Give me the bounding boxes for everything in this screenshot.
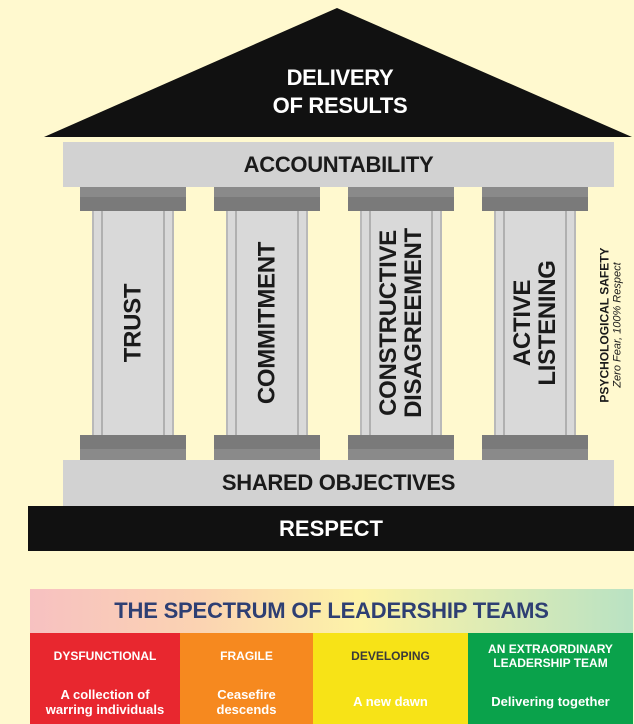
spectrum-stage-description: A new dawn [353, 694, 428, 709]
spectrum-column-fragile: FRAGILE Ceasefire descends [180, 633, 313, 724]
spectrum-stage-name: DEVELOPING [351, 649, 430, 663]
spectrum-column-extraordinary: AN EXTRAORDINARY LEADERSHIP TEAM Deliver… [468, 633, 633, 724]
spectrum-stage-description: Ceasefire descends [216, 686, 277, 717]
spectrum-stage-description: A collection of warring individuals [45, 686, 165, 717]
spectrum-stage-name: DYSFUNCTIONAL [53, 649, 157, 663]
shared-objectives-beam: SHARED OBJECTIVES [63, 460, 614, 506]
pillar-capital [214, 197, 320, 211]
pillar-capital [348, 187, 454, 197]
psychological-safety-title: PSYCHOLOGICAL SAFETY [597, 247, 612, 403]
pillar-base [348, 449, 454, 460]
pillar-base [214, 435, 320, 449]
pillar-active-listening: ACTIVE LISTENING [494, 211, 576, 435]
psychological-safety-label: PSYCHOLOGICAL SAFETY Zero Fear, 100% Res… [588, 210, 634, 440]
roof-title-line2: OF RESULTS [272, 93, 408, 118]
pillar-capital [482, 187, 588, 197]
temple-diagram: DELIVERY OF RESULTS ACCOUNTABILITY TRUST… [28, 8, 634, 551]
pillar-base [214, 449, 320, 460]
pillar-trust: TRUST [92, 211, 174, 435]
spectrum-title: THE SPECTRUM OF LEADERSHIP TEAMS [30, 589, 633, 633]
pillar-constructive-disagreement: CONSTRUCTIVE DISAGREEMENT [360, 211, 442, 435]
pillar-capital [80, 197, 186, 211]
pillar-label: CONSTRUCTIVE DISAGREEMENT [375, 228, 427, 418]
respect-foundation: RESPECT [28, 506, 634, 551]
roof-pediment [44, 8, 632, 137]
pillar-capital [348, 197, 454, 211]
pillar-commitment: COMMITMENT [226, 211, 308, 435]
pillar-capital [214, 187, 320, 197]
roof-title-line1: DELIVERY [286, 65, 394, 90]
pillar-capital [80, 187, 186, 197]
pillar-base [80, 449, 186, 460]
spectrum-stage-description: Delivering together [491, 694, 610, 709]
spectrum-stage-name: FRAGILE [220, 649, 273, 663]
pillar-label: COMMITMENT [253, 241, 281, 405]
pillar-label: TRUST [119, 283, 147, 363]
pillar-label: ACTIVE LISTENING [509, 260, 561, 386]
psychological-safety-subtitle: Zero Fear, 100% Respect [611, 262, 624, 388]
pillar-base [482, 449, 588, 460]
accountability-beam: ACCOUNTABILITY [63, 142, 614, 187]
pillar-capital [482, 197, 588, 211]
pillar-base [348, 435, 454, 449]
pillar-base [482, 435, 588, 449]
spectrum-column-dysfunctional: DYSFUNCTIONAL A collection of warring in… [30, 633, 180, 724]
spectrum-column-developing: DEVELOPING A new dawn [313, 633, 468, 724]
pillar-base [80, 435, 186, 449]
spectrum-stage-name: AN EXTRAORDINARY LEADERSHIP TEAM [488, 642, 613, 670]
